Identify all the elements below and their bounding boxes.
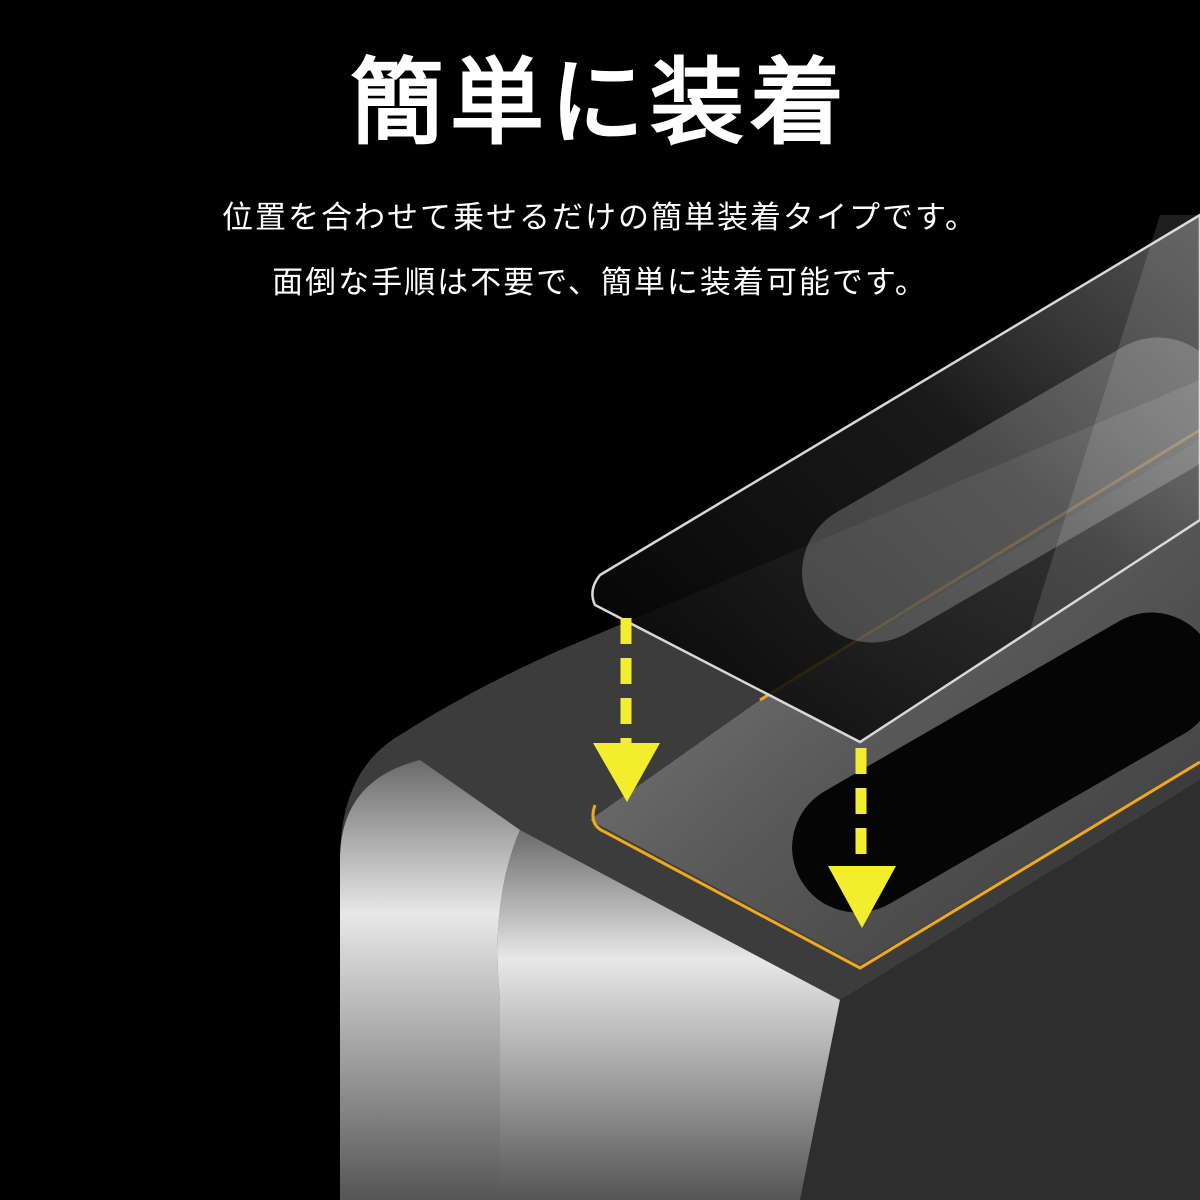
down-arrow-icon	[828, 748, 896, 928]
down-arrow-icon	[593, 618, 660, 802]
lens-window	[792, 612, 1200, 913]
glass-protector	[591, 213, 1200, 744]
description-line: 位置を合わせて乗せるだけの簡単装着タイプです。	[222, 200, 978, 236]
description-line: 面倒な手順は不要で、簡単に装着可能です。	[272, 265, 928, 301]
page-title: 簡単に装着	[349, 49, 850, 158]
